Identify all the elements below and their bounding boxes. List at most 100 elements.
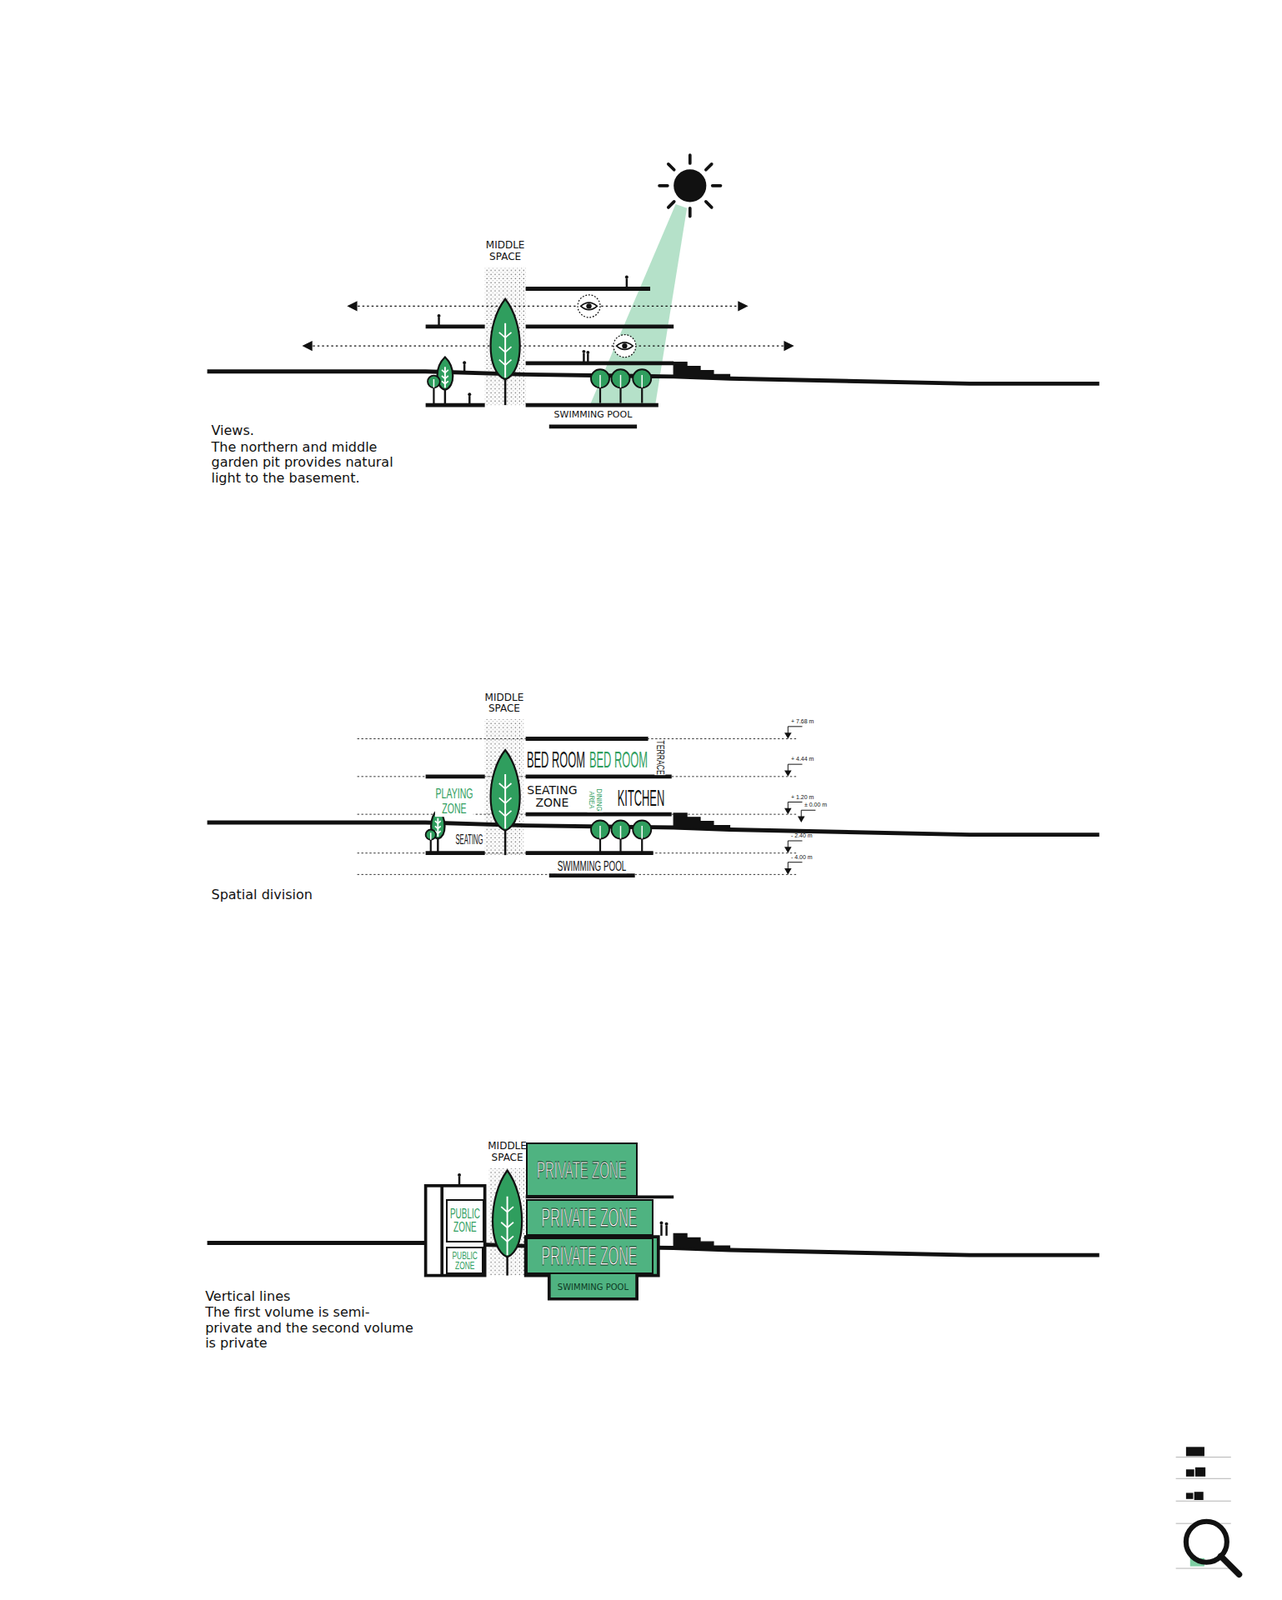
person-figure [665,1222,669,1227]
floor-slab [525,286,651,291]
level-tick [787,862,789,871]
tree-vein [499,360,512,366]
level-line [357,814,797,816]
room-label: BED ROOM [589,748,649,773]
terrace-steps [673,362,730,380]
view-line [353,305,743,307]
tree-vein [499,797,512,803]
person-figure [458,1176,461,1187]
floor-slab [425,324,486,329]
middle-space-void [485,719,525,856]
level-tick [787,764,789,772]
level-tick [801,810,802,818]
tree-canopy [632,369,652,388]
thumbnail-block [1186,1492,1194,1499]
eye-symbol [577,295,601,318]
person-figure [437,314,441,318]
room-label: SEATING ZONE [525,785,578,810]
person-figure [660,1224,662,1236]
level-tick [787,801,789,810]
eye-symbol [585,303,591,309]
tree-vein [499,346,512,352]
floor-slab [525,736,649,742]
tree-vein [433,379,435,388]
person-figure [468,395,471,406]
arrow-head [783,340,794,351]
sun-ray [706,164,712,171]
tree-canopy [492,1170,522,1257]
tree-canopy [610,820,630,839]
level-tick [787,801,802,803]
thumbnail-line [1176,1568,1232,1570]
level-line [357,874,797,876]
private-zone-box: PRIVATE ZONE [525,1142,639,1197]
tree-vein [620,826,621,839]
sun-ray [706,201,712,208]
tree-canopy [610,369,630,388]
level-tick [787,764,802,766]
private-zone-box: PRIVATE ZONE [525,1199,654,1237]
tree-vein [599,826,601,839]
arrow-head [301,340,312,351]
level-dimension: + 7.68 m [791,718,814,725]
level-marker [784,808,792,815]
tree-vein [441,370,449,373]
thumbnail-line [1176,1501,1232,1503]
sun-symbol [673,169,707,202]
floor-slab [525,851,654,856]
floor-slab [425,851,486,856]
public-volume-frame [425,1186,486,1277]
ground-line [207,371,1100,385]
zone-label: PRIVATE ZONE [541,1204,638,1232]
zone-label: PRIVATE ZONE [536,1157,627,1184]
middle-space-void [485,267,526,406]
room-label: TERRACE [655,739,667,776]
public-zone-box: PUBLIC ZONE [445,1246,484,1275]
caption-text: The northern and middle garden pit provi… [210,440,420,486]
tree-vein [499,811,512,817]
level-marker [784,868,792,875]
room-label: SWIMMING POOL [556,859,627,875]
eye-symbol [580,302,598,311]
level-tick [787,841,789,849]
level-tick [787,861,802,863]
arrow-head [737,300,748,311]
tree-vein [506,1196,509,1256]
level-line [357,738,797,740]
space-heading: MIDDLE SPACE [485,240,526,264]
person-figure [586,354,589,364]
middle-space-column: MIDDLE SPACE [485,719,525,856]
tree-canopy [590,820,610,839]
caption-text: Vertical lines [205,1289,414,1305]
swimming-pool-basin [525,1236,659,1300]
tree-vein [435,826,441,829]
room-label: DINING AREA [586,788,603,812]
tree-vein [430,832,431,841]
level-tick [787,726,789,735]
floor-slab [525,774,672,779]
level-line [357,776,797,777]
level-marker [784,732,792,739]
person-figure [665,1226,667,1237]
vertical-line [440,1186,444,1277]
middle-space-column: MIDDLE SPACE [485,267,526,406]
tree-vein [441,375,449,379]
tree-vein [499,783,512,789]
floor-slab [549,873,636,878]
tree-canopy [490,299,521,381]
person-figure [462,360,466,365]
tree-canopy [632,820,652,839]
tree-vein [641,375,642,388]
room-label: SWIMMING POOL [557,1283,629,1293]
room-label: KITCHEN [616,786,665,811]
tree-vein [500,1222,514,1228]
magnifier-icon [1221,1556,1240,1575]
thumbnail-block [1186,1447,1205,1457]
floor-slab [525,360,675,366]
private-zone-box: PRIVATE ZONE [525,1237,654,1275]
zone-label: PUBLIC ZONE [452,1251,478,1272]
public-zone-box: PUBLIC ZONE [445,1199,485,1244]
zone-label: PRIVATE ZONE [541,1242,638,1271]
person-figure [437,317,440,327]
